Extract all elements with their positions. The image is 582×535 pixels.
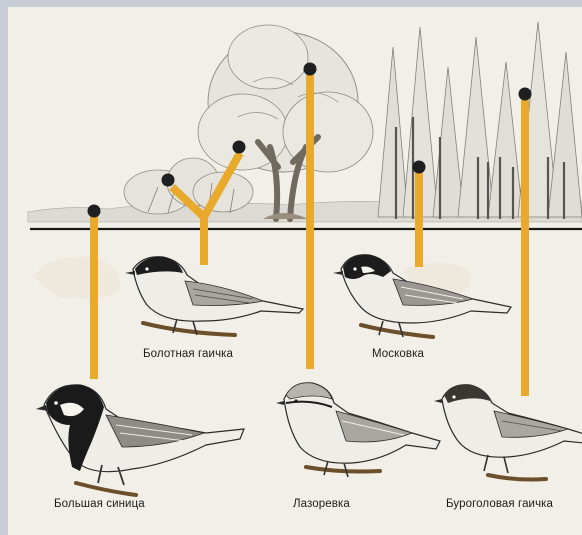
bird-habitat-illustration <box>8 7 582 535</box>
caption-marsh-tit: Болотная гаичка <box>143 348 233 360</box>
caption-great-tit: Большая синица <box>54 498 145 510</box>
forest-background <box>28 22 582 222</box>
caption-willow-tit: Буроголовая гаичка <box>446 498 553 510</box>
great-tit-illustration <box>36 385 244 495</box>
conifer-stand <box>378 22 582 219</box>
caption-blue-tit: Лазоревка <box>293 498 350 510</box>
caption-coal-tit: Московка <box>372 348 424 360</box>
illustration-sheet: Болотная гаичка Московка Большая синица … <box>8 7 582 535</box>
willow-tit-illustration <box>434 385 582 480</box>
blue-tit-illustration <box>276 383 440 477</box>
